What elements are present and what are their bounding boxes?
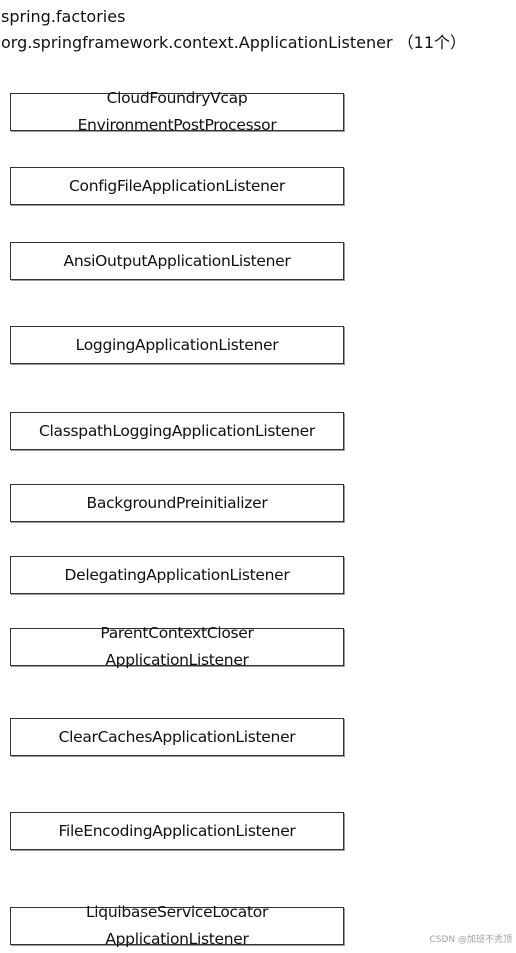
listener-box-config-file: ConfigFileApplicationListener — [10, 167, 344, 205]
listener-box-classpath-logging: ClasspathLoggingApplicationListener — [10, 412, 344, 450]
listener-label: CloudFoundryVcap EnvironmentPostProcesso… — [77, 89, 277, 134]
listener-label: BackgroundPreinitializer — [86, 493, 268, 512]
file-name-heading: spring.factories — [1, 7, 126, 26]
listener-box-background-preinitializer: BackgroundPreinitializer — [10, 484, 344, 522]
listener-label: ClasspathLoggingApplicationListener — [39, 421, 315, 440]
listener-label: LiquibaseServiceLocator ApplicationListe… — [85, 903, 269, 948]
listener-label: ConfigFileApplicationListener — [69, 176, 285, 195]
listener-box-ansi-output: AnsiOutputApplicationListener — [10, 242, 344, 280]
listener-box-logging: LoggingApplicationListener — [10, 326, 344, 364]
listener-key-heading: org.springframework.context.ApplicationL… — [1, 33, 467, 52]
listener-box-liquibase-service-locator: LiquibaseServiceLocator ApplicationListe… — [10, 903, 344, 948]
listener-box-cloud-foundry-vcap: CloudFoundryVcap EnvironmentPostProcesso… — [10, 89, 344, 134]
listener-label: DelegatingApplicationListener — [64, 565, 290, 584]
watermark: CSDN @加班不秃顶 — [429, 935, 512, 945]
listener-box-delegating: DelegatingApplicationListener — [10, 556, 344, 594]
listener-label: ClearCachesApplicationListener — [58, 727, 296, 746]
listener-box-clear-caches: ClearCachesApplicationListener — [10, 718, 344, 756]
listener-label: LoggingApplicationListener — [75, 335, 279, 354]
listener-label: AnsiOutputApplicationListener — [63, 251, 291, 270]
listener-label: ParentContextCloser ApplicationListener — [100, 624, 254, 669]
listener-box-parent-context-closer: ParentContextCloser ApplicationListener — [10, 624, 344, 669]
listener-box-file-encoding: FileEncodingApplicationListener — [10, 812, 344, 850]
listener-label: FileEncodingApplicationListener — [58, 821, 296, 840]
